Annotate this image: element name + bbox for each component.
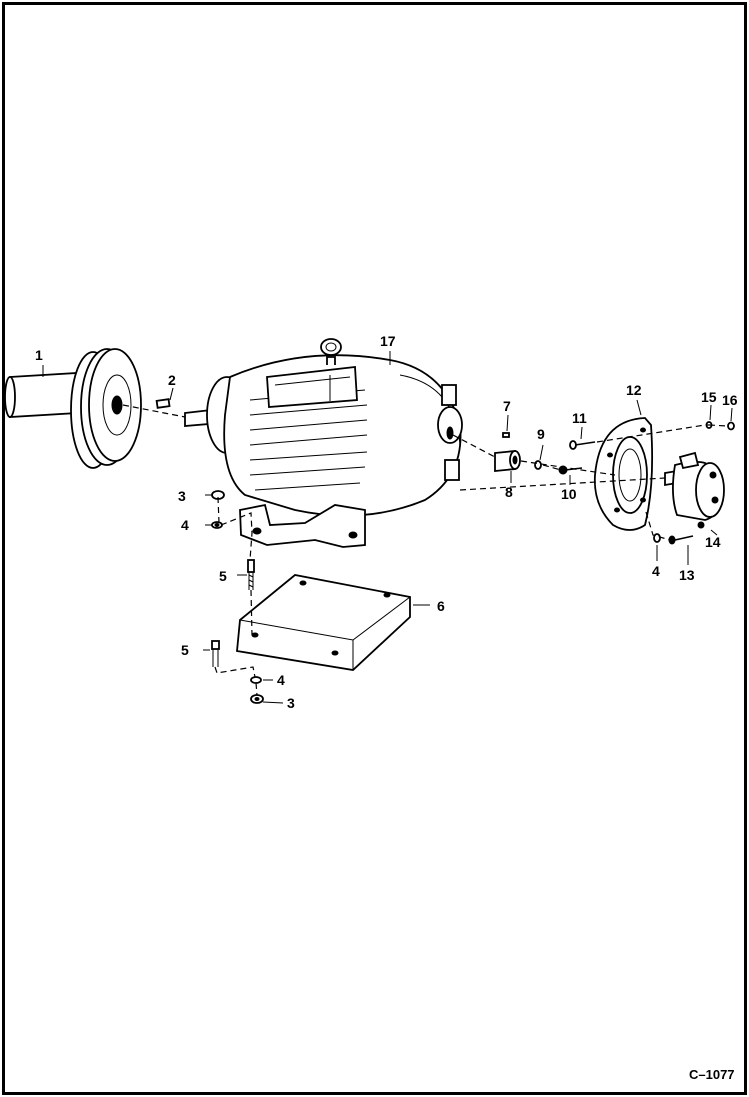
bolt-11 bbox=[569, 440, 596, 450]
washer-9 bbox=[534, 460, 542, 470]
callout-labels: 1 2 3 4 5 6 5 4 3 17 7 8 9 10 11 12 15 1… bbox=[35, 333, 738, 711]
callout-8: 8 bbox=[505, 484, 513, 500]
callout-1: 1 bbox=[35, 347, 43, 363]
callout-5-lower: 5 bbox=[181, 642, 189, 658]
callout-17: 17 bbox=[380, 333, 396, 349]
washer-4-right bbox=[653, 533, 661, 543]
callout-5-upper: 5 bbox=[219, 568, 227, 584]
motor-part bbox=[184, 338, 463, 548]
pump-part bbox=[664, 451, 725, 529]
adapter-flange-part bbox=[593, 417, 654, 531]
callout-16: 16 bbox=[722, 392, 738, 408]
callout-11: 11 bbox=[572, 410, 587, 426]
bolt-5-upper bbox=[247, 559, 255, 590]
coupling-key-7 bbox=[502, 432, 510, 438]
washer-nut-left-bottom bbox=[250, 676, 264, 704]
callout-2: 2 bbox=[168, 372, 176, 388]
callout-6: 6 bbox=[437, 598, 445, 614]
callout-3-left-top: 3 bbox=[178, 488, 186, 504]
callout-14: 14 bbox=[705, 534, 721, 550]
callout-12: 12 bbox=[626, 382, 642, 398]
coupling-8 bbox=[494, 450, 521, 472]
exploded-parts-diagram: 1 2 3 4 5 6 5 4 3 17 7 8 9 10 11 12 15 1… bbox=[5, 333, 738, 1082]
callout-13: 13 bbox=[679, 567, 695, 583]
figure-code: C–1077 bbox=[689, 1067, 735, 1082]
callout-9: 9 bbox=[537, 426, 545, 442]
key-part bbox=[155, 398, 171, 409]
pulley-part bbox=[5, 348, 142, 469]
callout-4-left-top: 4 bbox=[181, 517, 189, 533]
callout-10: 10 bbox=[561, 486, 577, 502]
callout-4-left-bottom: 4 bbox=[277, 672, 285, 688]
assembly-lines bbox=[122, 404, 728, 696]
callout-7: 7 bbox=[503, 398, 511, 414]
base-plate-part bbox=[236, 574, 411, 671]
bolt-13 bbox=[668, 535, 694, 545]
leader-lines bbox=[42, 351, 733, 704]
callout-3-left-bottom: 3 bbox=[287, 695, 295, 711]
callout-4-right: 4 bbox=[652, 563, 660, 579]
bolt-5-lower bbox=[211, 640, 220, 667]
nut-16 bbox=[727, 421, 735, 431]
callout-15: 15 bbox=[701, 389, 717, 405]
